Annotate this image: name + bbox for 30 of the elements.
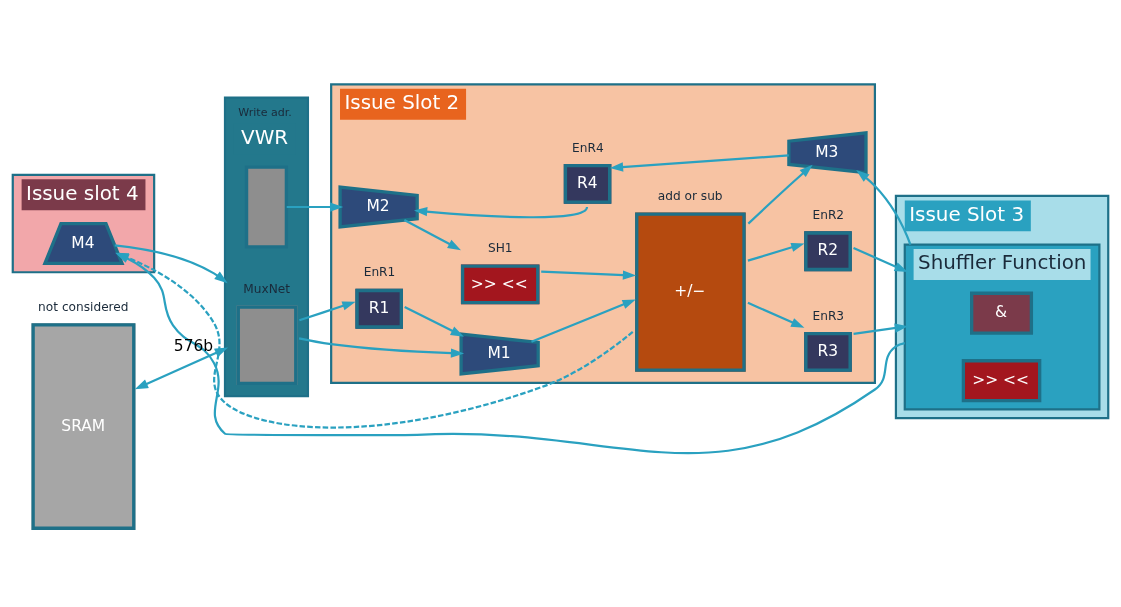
arrow: [531, 299, 636, 343]
arrow: [299, 301, 356, 322]
node-box: M1: [459, 332, 540, 376]
arrow: [298, 337, 465, 358]
node-box: M2: [338, 185, 419, 229]
arrow: [541, 270, 637, 280]
node-label: EnR1: [363, 265, 396, 280]
arrow: [747, 164, 813, 225]
node-box: >> <<: [961, 359, 1042, 403]
arrow: [413, 206, 588, 219]
node-label: add or sub: [657, 189, 723, 204]
arrow: [404, 305, 464, 337]
node-box: &: [970, 291, 1034, 335]
node-label: SH1: [488, 241, 513, 256]
node-label: not considered: [38, 299, 129, 314]
arrow: [856, 169, 912, 245]
node-label: EnR4: [572, 140, 604, 155]
arrow: [609, 154, 789, 172]
node-label: EnR3: [812, 308, 845, 323]
node-label: Write adr.: [238, 105, 292, 119]
arrow: [747, 301, 805, 328]
arrow: [134, 347, 229, 390]
node-label: MuxNet: [243, 282, 290, 297]
arrow: [853, 246, 908, 273]
arrow: [853, 323, 909, 336]
arrow: [403, 219, 461, 251]
arrow: [747, 242, 805, 262]
arrow: [286, 202, 344, 212]
node-box: [244, 165, 289, 249]
node-label: EnR2: [812, 207, 845, 222]
